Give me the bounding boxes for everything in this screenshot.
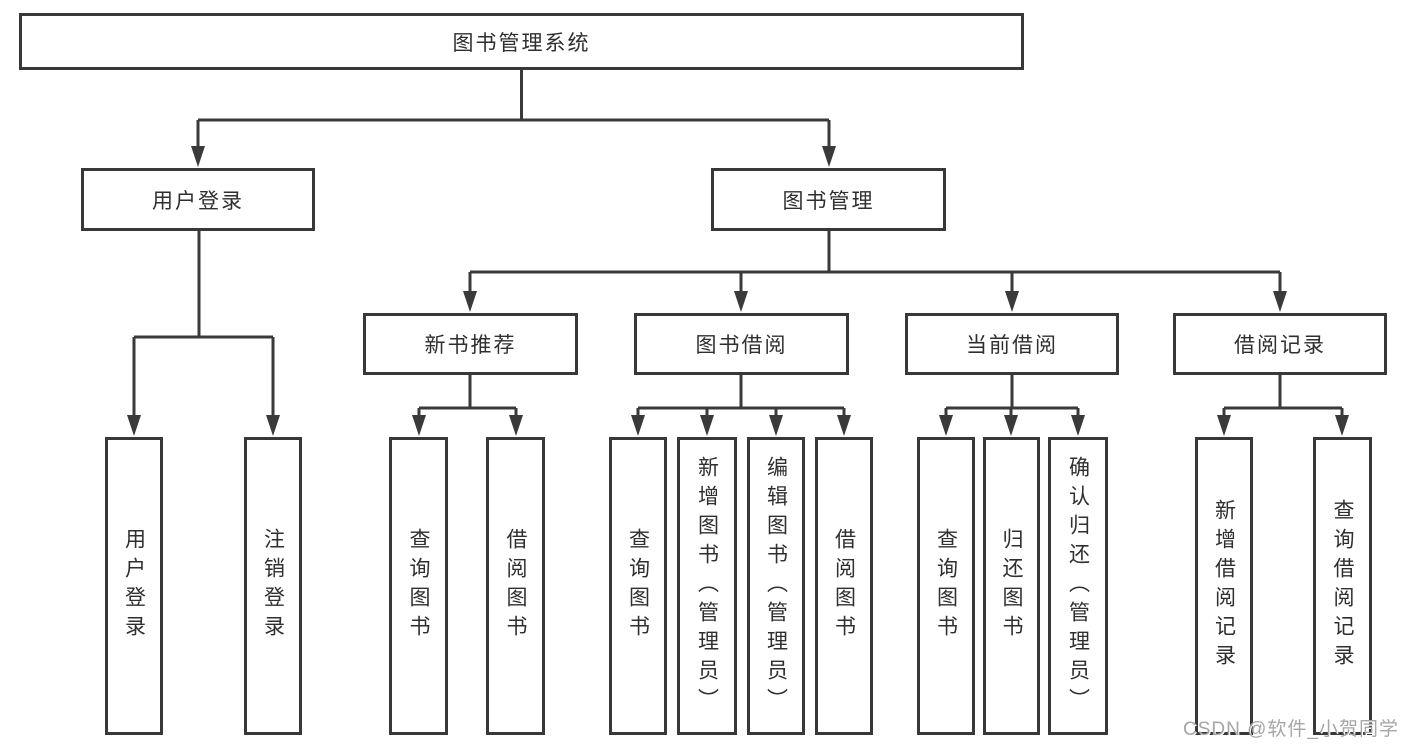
leaf-borrow-book-recommend: 借阅图书 [486, 437, 545, 735]
node-current-borrow: 当前借阅 [905, 313, 1119, 375]
node-borrow-record: 借阅记录 [1173, 313, 1387, 375]
leaf-edit-book-admin: 编辑图书（管理员） [747, 437, 805, 735]
leaf-borrow-book: 借阅图书 [815, 437, 873, 735]
leaf-return-book: 归还图书 [983, 437, 1040, 735]
leaf-add-book-admin: 新增图书（管理员） [677, 437, 737, 735]
node-user-login: 用户登录 [81, 168, 315, 231]
csdn-watermark: CSDN @软件_小贺同学 [1183, 719, 1399, 740]
leaf-query-borrow-record: 查询借阅记录 [1313, 437, 1372, 735]
leaf-add-borrow-record: 新增借阅记录 [1195, 437, 1253, 735]
leaf-query-book-recommend: 查询图书 [389, 437, 448, 735]
node-new-book-recommend: 新书推荐 [363, 313, 578, 375]
node-library-management-system: 图书管理系统 [19, 13, 1024, 70]
leaf-query-book-current: 查询图书 [917, 437, 975, 735]
node-book-management: 图书管理 [711, 168, 946, 231]
leaf-user-login: 用户登录 [105, 437, 163, 735]
leaf-query-book-borrow: 查询图书 [609, 437, 667, 735]
node-book-borrow: 图书借阅 [634, 313, 849, 375]
leaf-confirm-return-admin: 确认归还（管理员） [1048, 437, 1108, 735]
leaf-logout: 注销登录 [244, 437, 302, 735]
